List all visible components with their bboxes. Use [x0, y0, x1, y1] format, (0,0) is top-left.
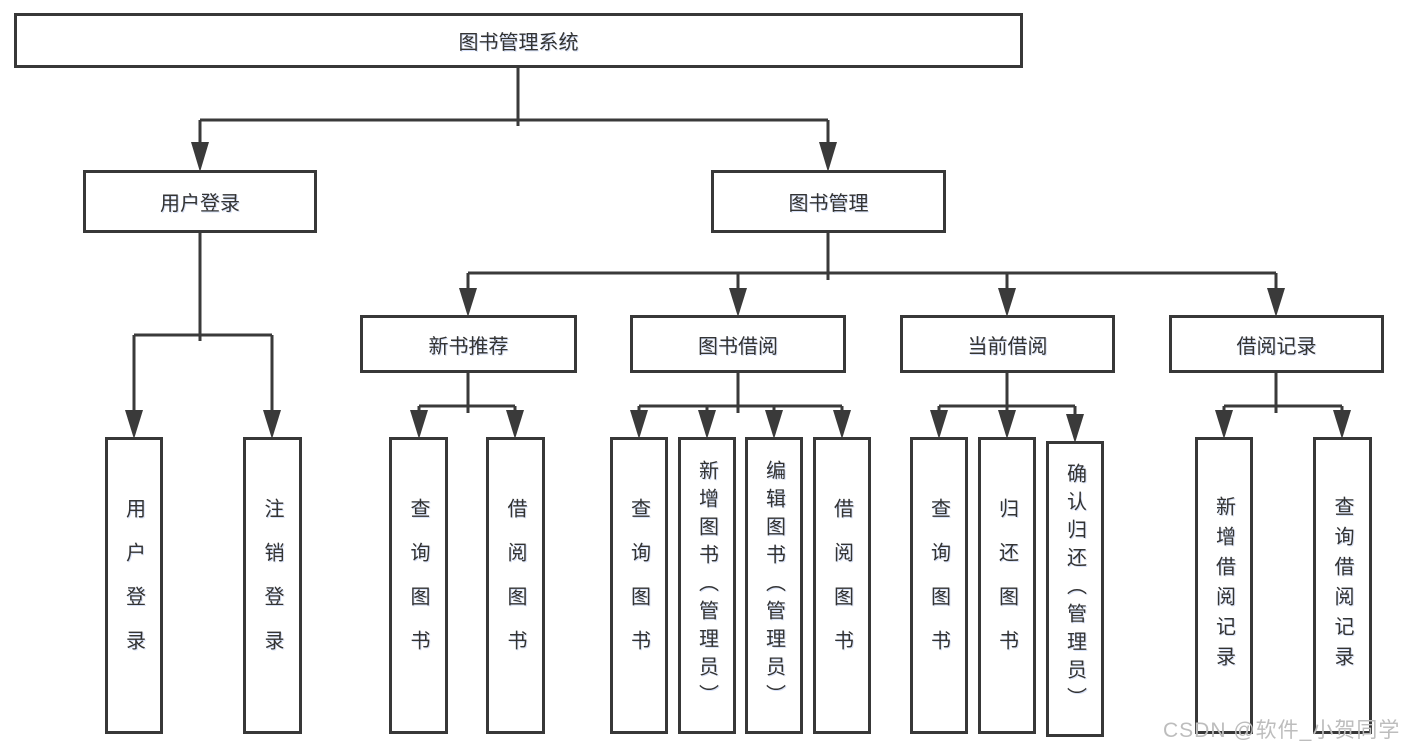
- node-book-borrowing: 图书借阅: [630, 315, 846, 373]
- leaf-search-books-recommend-label: 查询图书: [407, 497, 429, 674]
- leaf-borrow-books: 借阅图书: [813, 437, 871, 734]
- leaf-return-books: 归还图书: [978, 437, 1036, 734]
- leaf-confirm-return-admin: 确认归还（管理员）: [1046, 441, 1104, 737]
- leaf-add-books-admin: 新增图书（管理员）: [678, 437, 736, 734]
- leaf-search-borrow-record-label: 查询借阅记录: [1331, 495, 1353, 676]
- leaf-confirm-return-admin-label: 确认归还（管理员）: [1063, 463, 1086, 715]
- leaf-edit-books-admin-label: 编辑图书（管理员）: [762, 459, 785, 712]
- leaf-search-books-current: 查询图书: [910, 437, 968, 734]
- node-current-borrowing: 当前借阅: [900, 315, 1115, 373]
- leaf-borrow-books-label: 借阅图书: [830, 497, 853, 674]
- leaf-add-borrow-record: 新增借阅记录: [1195, 437, 1253, 734]
- leaf-search-books-recommend: 查询图书: [389, 437, 448, 734]
- leaf-borrow-books-recommend: 借阅图书: [486, 437, 545, 734]
- leaf-edit-books-admin: 编辑图书（管理员）: [745, 437, 803, 734]
- leaf-search-books-current-label: 查询图书: [927, 497, 950, 674]
- leaf-search-books-borrow: 查询图书: [610, 437, 668, 734]
- leaf-search-borrow-record: 查询借阅记录: [1313, 437, 1372, 734]
- leaf-user-login: 用户登录: [105, 437, 163, 734]
- leaf-search-books-borrow-label: 查询图书: [627, 497, 650, 674]
- node-book-management: 图书管理: [711, 170, 946, 233]
- leaf-add-books-admin-label: 新增图书（管理员）: [695, 459, 718, 712]
- leaf-logout-label: 注销登录: [261, 497, 283, 674]
- node-user-login: 用户登录: [83, 170, 317, 233]
- leaf-return-books-label: 归还图书: [995, 497, 1018, 674]
- node-library-management-system: 图书管理系统: [14, 13, 1023, 68]
- leaf-borrow-books-recommend-label: 借阅图书: [504, 497, 526, 674]
- leaf-logout: 注销登录: [243, 437, 302, 734]
- leaf-user-login-label: 用户登录: [122, 497, 145, 674]
- node-new-book-recommendation: 新书推荐: [360, 315, 577, 373]
- node-borrowing-records: 借阅记录: [1169, 315, 1384, 373]
- watermark: CSDN @软件_小贺同学: [1163, 719, 1401, 742]
- leaf-add-borrow-record-label: 新增借阅记录: [1212, 495, 1235, 676]
